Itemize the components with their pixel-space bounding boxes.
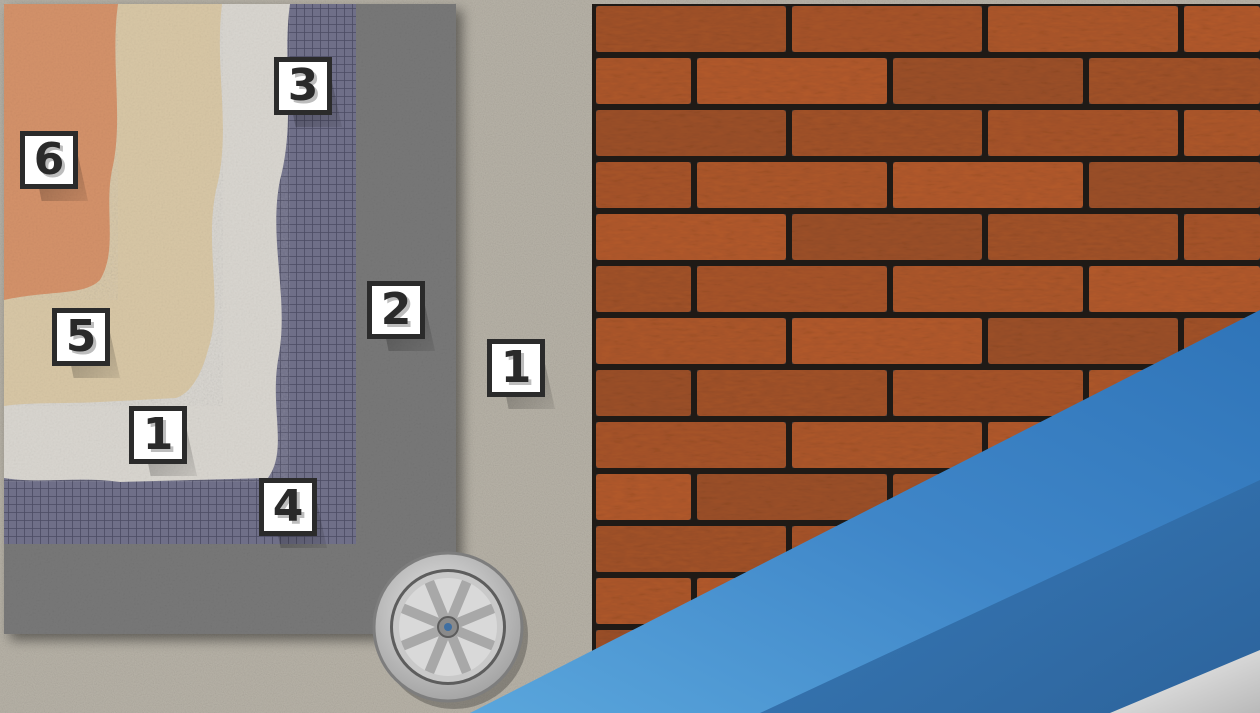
brick	[893, 58, 1083, 104]
brick	[1089, 58, 1260, 104]
brick	[1184, 214, 1260, 260]
brick	[697, 370, 887, 416]
brick	[792, 110, 982, 156]
callout-1-left: 1	[129, 406, 189, 468]
brick	[792, 318, 982, 364]
brick	[893, 162, 1083, 208]
callout-2: 2	[367, 281, 427, 343]
brick	[596, 162, 691, 208]
callout-4: 4	[259, 478, 319, 540]
brick	[792, 422, 982, 468]
brick	[893, 370, 1083, 416]
brick	[988, 6, 1178, 52]
callout-5: 5	[52, 308, 112, 370]
brick	[988, 110, 1178, 156]
brick	[1184, 6, 1260, 52]
callout-3: 3	[274, 57, 334, 119]
brick	[596, 214, 786, 260]
brick	[596, 474, 691, 520]
brick	[988, 214, 1178, 260]
callout-5-label: 5	[66, 315, 97, 359]
brick	[697, 474, 887, 520]
brick	[697, 58, 887, 104]
brick	[596, 110, 786, 156]
brick	[697, 266, 887, 312]
brick	[596, 422, 786, 468]
brick	[596, 6, 786, 52]
callout-1-right: 1	[487, 339, 547, 401]
brick	[988, 318, 1178, 364]
brick	[596, 526, 786, 572]
brick	[596, 318, 786, 364]
brick	[697, 162, 887, 208]
callout-6: 6	[20, 131, 80, 193]
callout-3-label: 3	[288, 64, 319, 108]
callout-6-label: 6	[34, 138, 65, 182]
brick	[596, 266, 691, 312]
callout-1-right-label: 1	[501, 346, 532, 390]
brick	[596, 370, 691, 416]
brick	[792, 214, 982, 260]
callout-1-left-label: 1	[143, 413, 174, 457]
brick	[1184, 110, 1260, 156]
brick	[893, 266, 1083, 312]
brick	[1089, 162, 1260, 208]
brick	[792, 6, 982, 52]
brick	[1089, 266, 1260, 312]
callout-2-label: 2	[381, 288, 412, 332]
callout-4-label: 4	[273, 485, 304, 529]
brick	[596, 58, 691, 104]
